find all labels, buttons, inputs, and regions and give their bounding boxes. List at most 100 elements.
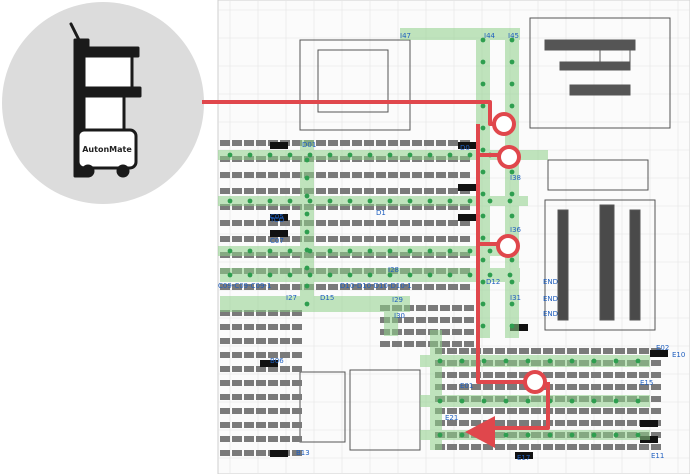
aisle-label: C09-C09-C09-1	[218, 282, 271, 290]
rack-cell	[316, 188, 326, 194]
rack-cell	[268, 436, 278, 442]
waypoint-dot	[467, 272, 473, 278]
rack-cell	[364, 220, 374, 226]
rack-cell	[412, 284, 422, 290]
waypoint-dot	[307, 198, 313, 204]
rack-cell	[424, 220, 434, 226]
rack-cell	[232, 366, 242, 372]
rack-cell	[220, 422, 230, 428]
waypoint-dot	[459, 358, 465, 364]
rack-cell	[388, 172, 398, 178]
waypoint-dot	[347, 248, 353, 254]
rack-cell	[603, 444, 613, 450]
waypoint-dot	[480, 257, 486, 263]
waypoint-dot	[547, 358, 553, 364]
waypoint-dot	[613, 432, 619, 438]
location-badge	[640, 420, 658, 427]
rack-cell	[388, 236, 398, 242]
waypoint-dot	[304, 175, 310, 181]
rack-cell	[579, 408, 589, 414]
rack-cell	[232, 188, 242, 194]
rack-cell	[416, 341, 426, 347]
rack-cell	[232, 450, 242, 456]
rack-cell	[268, 236, 278, 242]
aisle-label: END	[543, 295, 558, 303]
location-badge	[458, 214, 476, 221]
rack-cell	[579, 444, 589, 450]
waypoint-dot	[459, 432, 465, 438]
rack-cell	[447, 384, 457, 390]
waypoint-dot	[287, 272, 293, 278]
brand-label: AutonMate	[82, 145, 132, 154]
rack-cell	[256, 188, 266, 194]
waypoint-dot	[327, 272, 333, 278]
rack-cell	[232, 204, 242, 210]
rack-cell	[400, 172, 410, 178]
rack-cell	[651, 396, 661, 402]
waypoint-dot	[480, 301, 486, 307]
rack-cell	[292, 352, 302, 358]
waypoint-dot	[387, 198, 393, 204]
stop-marker[interactable]	[523, 370, 547, 394]
rack-cell	[268, 394, 278, 400]
rack-cell	[452, 317, 462, 323]
waypoint-dot	[509, 59, 515, 65]
rack-cell	[464, 329, 474, 335]
waypoint-dot	[635, 398, 641, 404]
rack-cell	[495, 348, 505, 354]
waypoint-dot	[503, 358, 509, 364]
waypoint-dot	[569, 398, 575, 404]
rack-cell	[452, 329, 462, 335]
rack-cell	[404, 341, 414, 347]
rack-cell	[460, 172, 470, 178]
rack-cell	[448, 220, 458, 226]
rack-cell	[280, 188, 290, 194]
rack-cell	[627, 420, 637, 426]
rack-cell	[591, 408, 601, 414]
waypoint-dot	[509, 81, 515, 87]
rack-cell	[495, 444, 505, 450]
rack-cell	[292, 408, 302, 414]
rack-cell	[448, 172, 458, 178]
rack-cell	[507, 384, 517, 390]
rack-cell	[436, 236, 446, 242]
rack-cell	[256, 422, 266, 428]
rack-cell	[424, 172, 434, 178]
waypoint-dot	[525, 432, 531, 438]
rack-cell	[220, 366, 230, 372]
waypoint-dot	[525, 398, 531, 404]
waypoint-dot	[327, 198, 333, 204]
rack-cell	[280, 352, 290, 358]
rack-cell	[400, 140, 410, 146]
stop-marker[interactable]	[496, 234, 520, 258]
stop-marker[interactable]	[497, 145, 521, 169]
rack-cell	[220, 380, 230, 386]
rack-cell	[256, 352, 266, 358]
rack-cell	[591, 444, 601, 450]
waypoint-dots	[227, 37, 641, 438]
stop-marker[interactable]	[492, 112, 516, 136]
rack-cell	[232, 284, 242, 290]
waypoint-dot	[487, 272, 493, 278]
rack-cell	[424, 284, 434, 290]
rack-cell	[220, 394, 230, 400]
waypoint-dot	[503, 432, 509, 438]
rack-cell	[280, 236, 290, 242]
rack-cell	[464, 341, 474, 347]
rack-cell	[483, 372, 493, 378]
waypoint-dot	[547, 432, 553, 438]
waypoint-dot	[367, 198, 373, 204]
rack-cell	[460, 284, 470, 290]
aisle-label: E10	[672, 351, 685, 359]
rack-cell	[459, 384, 469, 390]
rack-cell	[376, 204, 386, 210]
rack-cell	[459, 408, 469, 414]
waypoint-dot	[287, 152, 293, 158]
rack-cell	[292, 172, 302, 178]
rack-cell	[452, 341, 462, 347]
waypoint-dot	[437, 358, 443, 364]
aisle-label: E02	[656, 344, 669, 352]
rack-cell	[388, 188, 398, 194]
rack-cell	[639, 384, 649, 390]
rack-cell	[268, 324, 278, 330]
